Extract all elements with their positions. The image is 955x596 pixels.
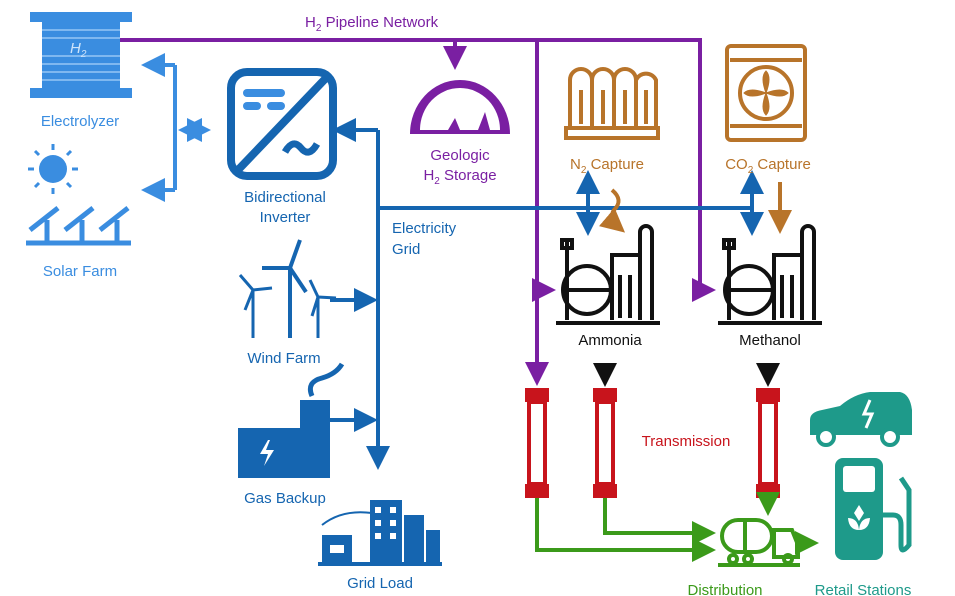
inverter-label-line1: Bidirectional — [244, 189, 326, 206]
distribution-lines — [535, 492, 819, 562]
retail-stations-label: Retail Stations — [815, 582, 912, 596]
inverter-label-line2: Inverter — [260, 209, 311, 226]
distribution-label: Distribution — [687, 582, 762, 596]
ammonia-label: Ammonia — [578, 332, 642, 349]
n2-capture-icon — [564, 67, 660, 140]
electrolyzer-icon: H2 — [30, 12, 132, 98]
pipeline-network-title: H2 Pipeline Network — [305, 14, 439, 34]
grid-load-label: Grid Load — [347, 575, 413, 592]
transmission-label: Transmission — [642, 433, 731, 450]
fuel-pump-icon — [835, 458, 912, 560]
solar-panels-icon — [26, 206, 131, 246]
svg-text:H2: H2 — [70, 40, 87, 60]
transmission-pipe-methanol — [756, 388, 780, 498]
methanol-plant-icon — [718, 224, 822, 325]
electricity-grid-label-line1: Electricity — [392, 220, 457, 237]
sun-icon — [28, 144, 78, 194]
geologic-storage-label-line2: H2 Storage — [423, 167, 496, 187]
electric-car-icon — [810, 392, 912, 447]
methanol-label: Methanol — [739, 332, 801, 349]
co2-capture-icon — [725, 44, 807, 142]
transmission-pipe-ammonia — [593, 388, 617, 498]
tanker-truck-icon — [718, 518, 800, 567]
electrolyzer-label: Electrolyzer — [41, 113, 119, 130]
n2-capture-label: N2 Capture — [570, 156, 644, 176]
solar-farm-label: Solar Farm — [43, 263, 117, 280]
electricity-grid-label-line2: Grid — [392, 241, 420, 258]
grid-load-buildings-icon — [318, 500, 442, 566]
transmission-pipe-h2 — [525, 388, 549, 498]
geologic-storage-label-line1: Geologic — [430, 147, 490, 164]
wind-farm-label: Wind Farm — [247, 350, 320, 367]
inverter-icon — [227, 68, 337, 180]
electricity-grid-lines — [330, 118, 764, 470]
geologic-storage-icon — [410, 80, 510, 134]
gas-plant-icon — [238, 362, 345, 478]
co2-capture-label: CO2 Capture — [725, 156, 811, 176]
product-arrows — [593, 363, 780, 387]
ammonia-plant-icon — [556, 224, 660, 325]
capture-feed-arrows — [599, 182, 792, 234]
gas-backup-label: Gas Backup — [244, 490, 326, 507]
renewables-connectors — [141, 53, 211, 202]
transmission-pipes — [525, 388, 780, 498]
wind-turbines-icon — [238, 239, 337, 338]
h2-pipeline — [120, 38, 716, 386]
